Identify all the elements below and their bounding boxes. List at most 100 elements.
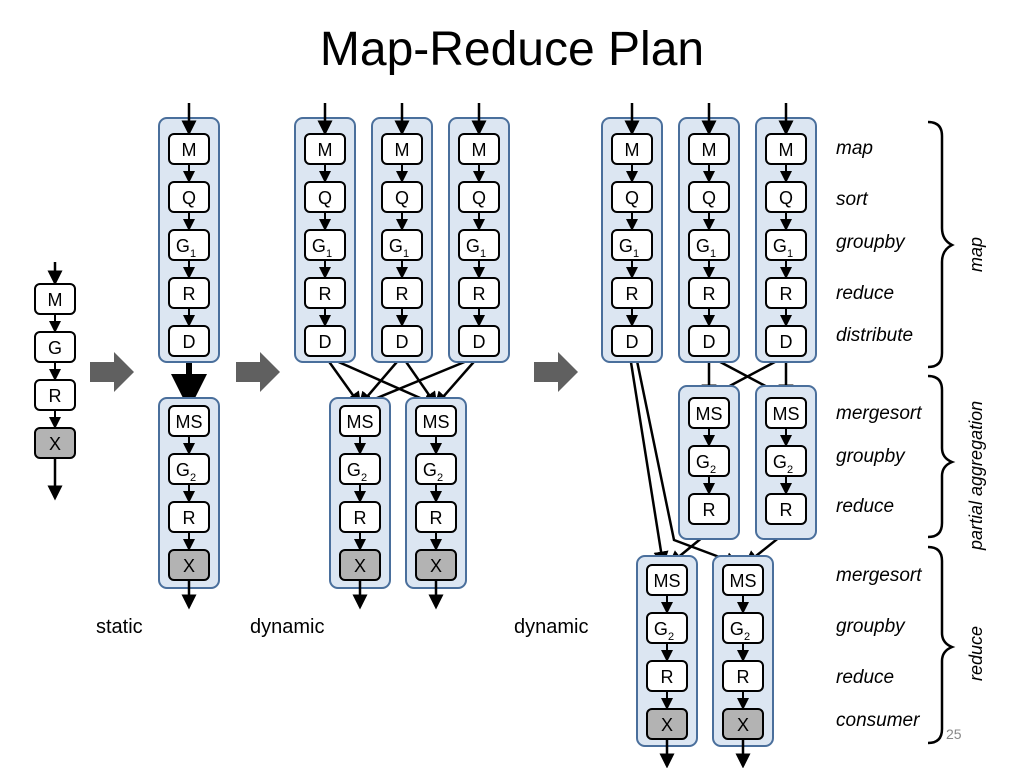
node-groupby-1: G1 bbox=[688, 229, 730, 261]
stage-label-groupby-partial: groupby bbox=[836, 446, 905, 467]
node-label: R bbox=[49, 386, 62, 406]
node-box bbox=[458, 325, 500, 357]
node-label: R bbox=[319, 284, 332, 304]
stage-label-reduce-reduce: reduce bbox=[836, 667, 895, 688]
node-sort: Q bbox=[611, 181, 653, 213]
node-mergesort: MS bbox=[415, 405, 457, 437]
column-dyn2-map-2: M Q G1R D bbox=[678, 103, 740, 363]
node-reduce: R bbox=[415, 501, 457, 533]
node-label: X bbox=[183, 556, 195, 576]
node-mergesort: MS bbox=[688, 397, 730, 429]
node-groupby-2: G2 bbox=[168, 453, 210, 485]
node-groupby-2: G2 bbox=[646, 612, 688, 644]
node-map: M bbox=[34, 283, 76, 315]
group-label-partial-aggregation: partial aggregation bbox=[966, 400, 986, 550]
node-mergesort: MS bbox=[168, 405, 210, 437]
node-label: MS bbox=[654, 571, 681, 591]
shuffle-arrow bbox=[357, 354, 480, 408]
node-reduce: R bbox=[765, 493, 807, 525]
node-groupby-1: G1 bbox=[168, 229, 210, 261]
transition-arrow-1 bbox=[90, 352, 134, 392]
page-title: Map-Reduce Plan bbox=[319, 23, 705, 76]
node-label: D bbox=[473, 332, 486, 352]
node-label: R bbox=[396, 284, 409, 304]
node-map: M bbox=[765, 133, 807, 165]
node-subscript: 2 bbox=[787, 464, 793, 476]
node-mergesort: MS bbox=[765, 397, 807, 429]
node-sort: Q bbox=[381, 181, 423, 213]
stage-label-sort: sort bbox=[836, 189, 868, 210]
node-label: R bbox=[430, 508, 443, 528]
brace-map bbox=[927, 120, 955, 369]
node-groupby-2: G2 bbox=[415, 453, 457, 485]
node-subscript: 1 bbox=[710, 248, 716, 260]
node-label: M bbox=[182, 140, 197, 160]
node-distribute: D bbox=[304, 325, 346, 357]
node-label: M bbox=[625, 140, 640, 160]
node-label: M bbox=[395, 140, 410, 160]
node-label: R bbox=[354, 508, 367, 528]
node-box bbox=[688, 493, 730, 525]
group-label-reduce: reduce bbox=[966, 625, 986, 681]
node-sort: Q bbox=[765, 181, 807, 213]
columns: MGRXMQG1RDMSG2RXMQG1RDMQG1RDMQG1RDMSG2RX… bbox=[34, 103, 817, 768]
node-reduce: R bbox=[458, 277, 500, 309]
node-reduce: R bbox=[339, 501, 381, 533]
brace-reduce bbox=[927, 545, 956, 745]
node-box bbox=[304, 325, 346, 357]
node-sort: Q bbox=[458, 181, 500, 213]
node-groupby-2: G2 bbox=[339, 453, 381, 485]
node-distribute: D bbox=[688, 325, 730, 357]
node-box bbox=[381, 325, 423, 357]
node-subscript: 1 bbox=[480, 248, 486, 260]
node-subscript: 1 bbox=[190, 248, 196, 260]
node-subscript: 2 bbox=[710, 464, 716, 476]
brace-partial-aggregation bbox=[927, 374, 956, 539]
node-label: R bbox=[473, 284, 486, 304]
node-label: D bbox=[780, 332, 793, 352]
node-label: R bbox=[780, 500, 793, 520]
node-reduce: R bbox=[688, 277, 730, 309]
node-label: X bbox=[737, 715, 749, 735]
node-box bbox=[765, 493, 807, 525]
node-box bbox=[765, 325, 807, 357]
stage-label-groupby-reduce: groupby bbox=[836, 616, 905, 637]
node-map: M bbox=[688, 133, 730, 165]
stage-label-consumer: consumer bbox=[836, 710, 920, 731]
node-subscript: 1 bbox=[403, 248, 409, 260]
node-label: R bbox=[703, 284, 716, 304]
node-box bbox=[688, 325, 730, 357]
node-groupby-1: G1 bbox=[458, 229, 500, 261]
node-subscript: 2 bbox=[361, 472, 367, 484]
node-label: Q bbox=[395, 188, 409, 208]
node-groupby-1: G1 bbox=[765, 229, 807, 261]
node-map: M bbox=[304, 133, 346, 165]
node-sort: Q bbox=[304, 181, 346, 213]
node-label: Q bbox=[702, 188, 716, 208]
node-subscript: 1 bbox=[787, 248, 793, 260]
node-label: R bbox=[703, 500, 716, 520]
node-label: MS bbox=[773, 404, 800, 424]
column-dyn2-map-3: MQ G1R D bbox=[755, 103, 817, 363]
node-label: MS bbox=[176, 412, 203, 432]
node-label: R bbox=[780, 284, 793, 304]
node-reduce: R bbox=[34, 379, 76, 411]
node-label: D bbox=[183, 332, 196, 352]
node-map: M bbox=[381, 133, 423, 165]
transition-arrow-3 bbox=[534, 352, 578, 392]
node-groupby-1: G1 bbox=[381, 229, 423, 261]
node-groupby-2: G2 bbox=[688, 445, 730, 477]
node-label: MS bbox=[423, 412, 450, 432]
node-label: R bbox=[737, 667, 750, 687]
node-label: MS bbox=[347, 412, 374, 432]
node-label: MS bbox=[730, 571, 757, 591]
node-distribute: D bbox=[458, 325, 500, 357]
caption-dynamic-1: dynamic bbox=[250, 616, 325, 638]
node-subscript: 2 bbox=[437, 472, 443, 484]
node-distribute: D bbox=[381, 325, 423, 357]
